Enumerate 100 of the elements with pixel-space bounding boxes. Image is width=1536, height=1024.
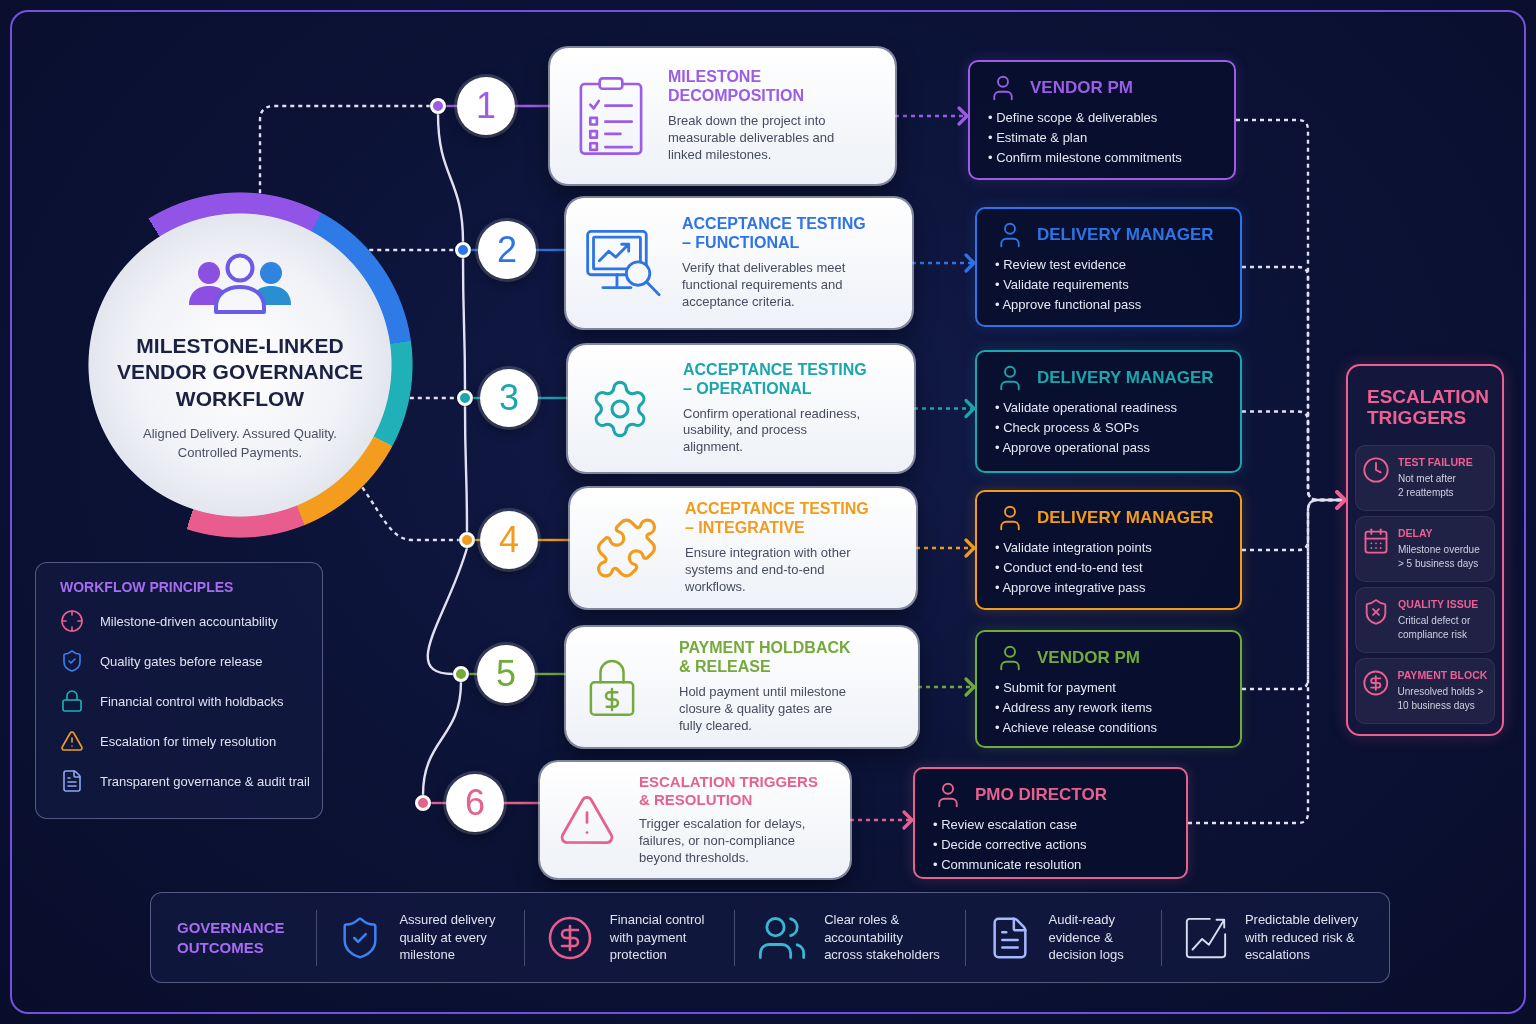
role-card xyxy=(975,207,1242,327)
trigger-card xyxy=(1355,515,1495,582)
dashed-arrow xyxy=(916,538,976,558)
dashed-arrow xyxy=(895,106,969,126)
task-item: • Validate requirements xyxy=(995,276,1129,294)
panel-heading: WORKFLOW PRINCIPLES xyxy=(60,579,234,595)
escalation-panel xyxy=(1346,364,1504,736)
role-title: VENDOR PM xyxy=(1030,78,1133,98)
task-item: • Address any rework items xyxy=(995,699,1152,717)
step-card xyxy=(566,198,912,328)
outcome-text: Audit-ready evidence & decision logs xyxy=(1048,910,1125,965)
trigger-title: PAYMENT BLOCK xyxy=(1397,668,1488,682)
task-item: • Validate operational readiness xyxy=(995,399,1178,417)
hub-subtitle: Aligned Delivery. Assured Quality. Controlled Payments. xyxy=(142,424,338,463)
number-circle xyxy=(457,77,515,135)
connector-line xyxy=(421,681,463,796)
step-card xyxy=(570,488,916,608)
timeline-dot xyxy=(455,242,471,258)
trigger-title: QUALITY ISSUE xyxy=(1398,597,1479,611)
role-title: VENDOR PM xyxy=(1037,648,1140,668)
step-number: 6 xyxy=(465,785,485,821)
step-card xyxy=(568,345,914,472)
connector-line xyxy=(536,248,566,252)
principle-text: Milestone-driven accountability xyxy=(100,613,278,629)
role-card xyxy=(913,767,1188,879)
number-circle xyxy=(480,369,538,427)
step-description: Trigger escalation for delays, failures, or non-compliance beyond thresholds. xyxy=(639,815,807,867)
trigger-description: Critical defect or compliance risk xyxy=(1398,614,1472,642)
task-item: • Conduct end-to-end test xyxy=(995,559,1143,577)
principle-text: Financial control with holdbacks xyxy=(100,693,284,709)
hub-title: MILESTONE-LINKED VENDOR GOVERNANCE WORKFLOW xyxy=(115,333,365,412)
timeline-dot xyxy=(415,795,431,811)
dashed-arrow xyxy=(912,253,976,273)
role-title: DELIVERY MANAGER xyxy=(1037,508,1214,528)
timeline-dot xyxy=(457,390,473,406)
connector-line xyxy=(436,113,465,243)
task-item: • Define scope & deliverables xyxy=(988,109,1158,127)
timeline-dot xyxy=(453,666,469,682)
task-item: • Confirm milestone commitments xyxy=(988,149,1182,167)
principle-text: Transparent governance & audit trail xyxy=(100,773,310,789)
task-item: • Communicate resolution xyxy=(933,856,1082,874)
task-item: • Approve operational pass xyxy=(995,439,1150,457)
number-circle xyxy=(446,774,504,832)
connector-line xyxy=(535,672,566,676)
timeline-dot xyxy=(459,532,475,548)
trigger-description: Milestone overdue > 5 business days xyxy=(1398,543,1481,571)
trigger-description: Not met after 2 reattempts xyxy=(1398,472,1457,500)
principle-text: Quality gates before release xyxy=(100,653,263,669)
trigger-card xyxy=(1355,444,1495,511)
step-title: ACCEPTANCE TESTING – INTEGRATIVE xyxy=(685,500,870,539)
step-title: PAYMENT HOLDBACK & RELEASE xyxy=(679,639,852,678)
task-item: • Approve integrative pass xyxy=(995,579,1146,597)
dashed-connector xyxy=(258,104,430,194)
task-item: • Decide corrective actions xyxy=(933,836,1087,854)
step-description: Verify that deliverables meet functional requirements and acceptance criteria. xyxy=(682,260,847,311)
connector-line xyxy=(538,396,568,400)
step-number: 4 xyxy=(499,522,519,558)
task-item: • Achieve release conditions xyxy=(995,719,1158,737)
outcome-text: Financial control with payment protection xyxy=(609,910,706,965)
role-card xyxy=(975,490,1242,610)
role-title: DELIVERY MANAGER xyxy=(1037,368,1214,388)
step-title: ACCEPTANCE TESTING – FUNCTIONAL xyxy=(682,215,867,254)
principles-panel xyxy=(35,562,323,819)
step-title: ACCEPTANCE TESTING – OPERATIONAL xyxy=(683,360,868,399)
dashed-arrow xyxy=(850,810,914,830)
step-card xyxy=(566,627,918,747)
step-card xyxy=(540,762,850,878)
step-number: 1 xyxy=(476,88,496,124)
trigger-title: DELAY xyxy=(1398,526,1433,540)
outcome-text: Predictable delivery with reduced risk & escalations xyxy=(1244,910,1360,965)
task-item: • Validate integration points xyxy=(995,539,1152,557)
step-description: Confirm operational readiness, usability, and process alignment. xyxy=(683,405,862,457)
trigger-title: TEST FAILURE xyxy=(1398,455,1473,469)
number-circle xyxy=(477,645,535,703)
connector-line xyxy=(463,406,469,532)
outcome-text: Assured delivery quality at every milestone xyxy=(399,910,497,965)
principle-text: Escalation for timely resolution xyxy=(100,733,277,749)
step-number: 2 xyxy=(497,232,517,268)
dashed-arrow xyxy=(918,677,976,697)
trigger-card xyxy=(1355,586,1495,653)
task-item: • Review escalation case xyxy=(933,816,1077,834)
panel-heading: GOVERNANCE OUTCOMES xyxy=(177,918,286,957)
task-item: • Approve functional pass xyxy=(995,296,1142,314)
step-description: Hold payment until milestone closure & quality gates are fully cleared. xyxy=(679,684,847,735)
task-item: • Estimate & plan xyxy=(988,129,1088,147)
connector-line xyxy=(504,801,540,805)
outcome-text: Clear roles & accountability across stakeholders xyxy=(824,910,941,965)
role-title: DELIVERY MANAGER xyxy=(1037,225,1214,245)
connector-line xyxy=(461,258,467,390)
role-card xyxy=(975,630,1242,748)
role-card xyxy=(975,350,1242,473)
step-title: ESCALATION TRIGGERS & RESOLUTION xyxy=(639,773,819,809)
connector-line xyxy=(426,547,469,676)
trigger-description: Unresolved holds > 10 business days xyxy=(1397,685,1485,713)
trigger-card xyxy=(1355,657,1495,724)
step-card xyxy=(550,48,895,184)
timeline-dot xyxy=(430,98,446,114)
task-item: • Check process & SOPs xyxy=(995,419,1139,437)
step-description: Ensure integration with other systems and end-to-end workflows. xyxy=(685,545,852,596)
outcomes-panel xyxy=(150,892,1390,983)
